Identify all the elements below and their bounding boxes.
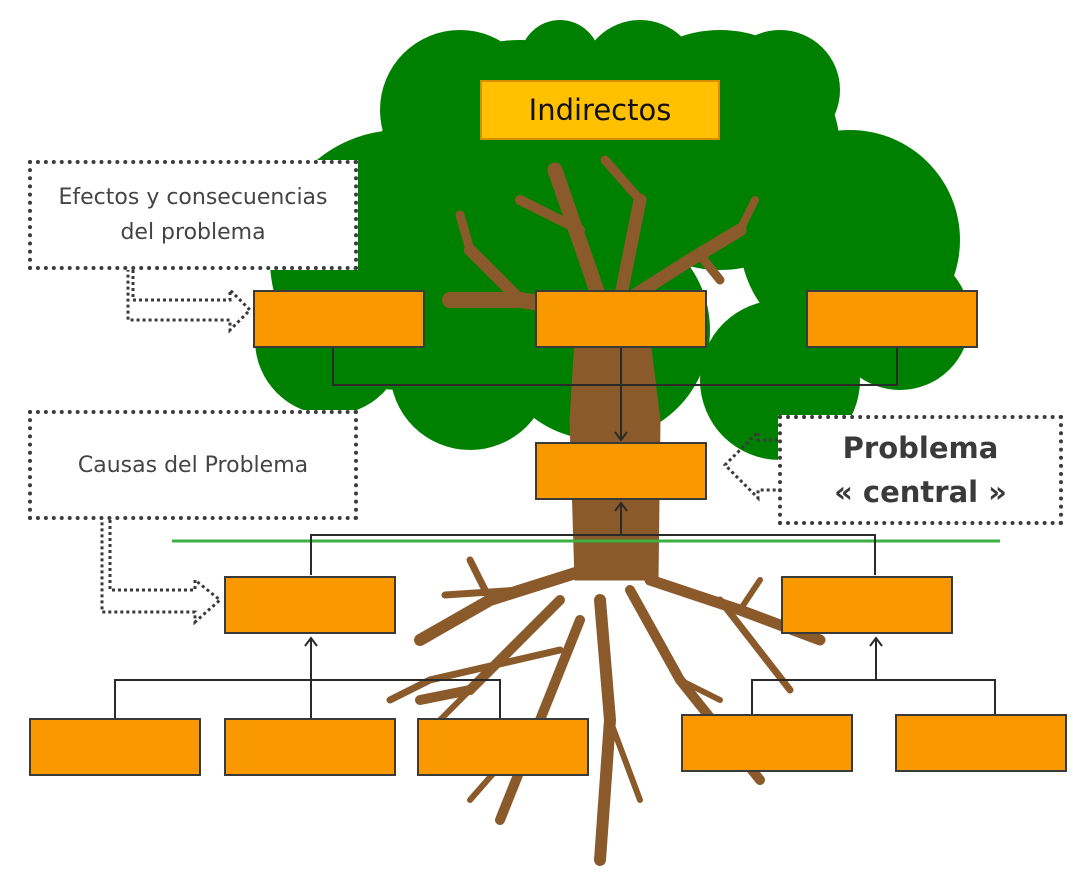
cause-box[interactable] [781,576,953,634]
indirect-effects-title: Indirectos [480,80,720,140]
sub-cause-box[interactable] [417,718,589,776]
sub-cause-box[interactable] [224,718,396,776]
tree-roots [386,556,826,866]
sub-cause-box[interactable] [29,718,201,776]
effect-box[interactable] [806,290,978,348]
cause-box[interactable] [224,576,396,634]
central-problem-box[interactable] [535,442,707,500]
sub-cause-box[interactable] [681,714,853,772]
dotted-pointer-arrows [100,270,778,626]
effect-box[interactable] [253,290,425,348]
effect-box[interactable] [535,290,707,348]
sub-cause-box[interactable] [895,714,1067,772]
causes-note: Causas del Problema [28,410,358,520]
effects-note: Efectos y consecuencias del problema [28,160,358,270]
central-problem-note: Problema « central » [778,415,1063,525]
connector-lines [114,347,996,718]
arrowheads [304,431,883,647]
